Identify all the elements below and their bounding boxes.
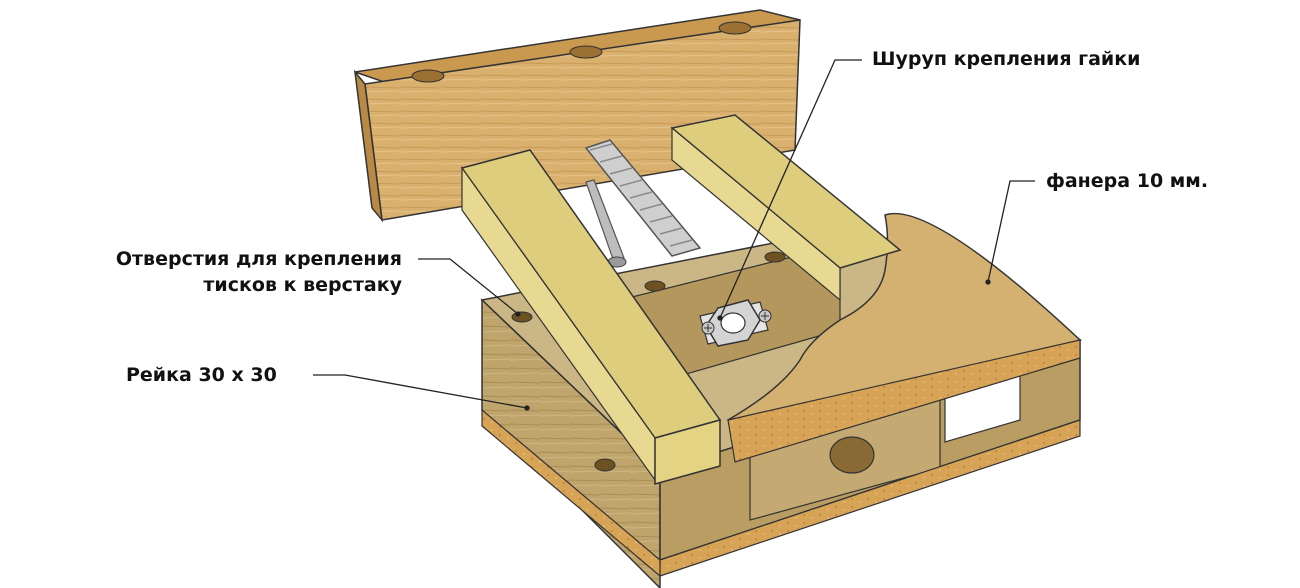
base-hole-back-left (644, 280, 666, 292)
base-hole-back-right (764, 251, 786, 263)
base-side-hole (829, 436, 875, 474)
top-plywood (726, 212, 1082, 463)
label-rail: Рейка 30 х 30 (126, 364, 277, 386)
label-mounting-holes-line1: Отверстия для крепления (115, 248, 402, 270)
label-plywood: фанера 10 мм. (1046, 170, 1209, 192)
base-hole-front-left (511, 311, 533, 323)
label-mounting-holes-line2: тисков к верстаку (203, 274, 402, 296)
label-nut-screw: Шуруп крепления гайки (872, 48, 1141, 70)
lead-screw (584, 139, 702, 257)
leader-rail (313, 374, 528, 409)
label-mounting-holes: Отверстия для крепления тисков к верстак… (116, 246, 402, 298)
base-hole-front-mid (594, 458, 616, 472)
jaw-hole-left (411, 69, 445, 83)
leader-lines (313, 59, 1035, 411)
jaw-hole-middle (569, 45, 603, 59)
bottom-plywood-edge-side (481, 408, 661, 578)
right-rail (670, 114, 902, 302)
jaw-hole-right (718, 21, 752, 35)
nut-assembly (699, 299, 772, 347)
leader-holes (418, 258, 519, 315)
leader-nut-screw (719, 59, 862, 319)
left-rail (460, 149, 722, 485)
leader-plywood (987, 180, 1035, 283)
